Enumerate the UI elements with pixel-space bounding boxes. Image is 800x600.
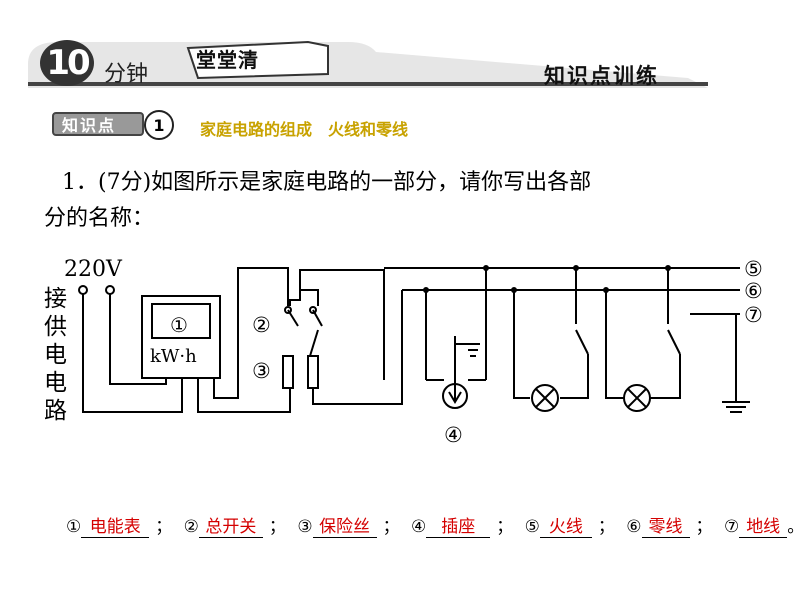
answer-separator: ； xyxy=(597,517,615,537)
knowledge-point-number: 1 xyxy=(144,110,174,140)
answer-3-text: 保险丝 xyxy=(312,512,377,538)
answer-1-text: 电能表 xyxy=(81,512,150,538)
answer-separator: ； xyxy=(695,517,713,537)
minutes-number-badge: 10 xyxy=(40,40,94,86)
meter-label: ① xyxy=(170,313,188,337)
label-main-switch: ② xyxy=(252,313,271,337)
answer-1-marker: ① xyxy=(66,517,82,537)
label-neutral-wire: ⑥ xyxy=(744,279,763,303)
label-socket: ④ xyxy=(444,423,463,447)
answer-5-text: 火线 xyxy=(539,512,592,538)
question-line-1: 1．(7分)如图所示是家庭电路的一部分，请你写出各部 xyxy=(62,170,592,195)
supply-label-char-2: 供 xyxy=(44,314,67,340)
answer-2-marker: ② xyxy=(183,517,199,537)
answer-5-marker: ⑤ xyxy=(524,517,540,537)
supply-label-char-4: 电 xyxy=(44,370,67,396)
answer-4-marker: ④ xyxy=(410,517,427,537)
answer-7-marker: ⑦ xyxy=(723,517,740,537)
header-banner xyxy=(28,40,708,88)
label-ground-wire: ⑦ xyxy=(744,303,763,327)
knowledge-point-title: 家庭电路的组成 火线和零线 xyxy=(200,120,409,139)
section-label: 知识点训练 xyxy=(544,64,659,88)
answer-3-marker: ③ xyxy=(297,517,313,537)
answer-6-marker: ⑥ xyxy=(626,517,642,537)
voltage-label: 220V xyxy=(64,257,123,282)
label-fuse: ③ xyxy=(252,359,271,383)
question-line-2: 分的名称： xyxy=(44,206,155,231)
supply-label-char-3: 电 xyxy=(44,342,67,368)
answer-4-text: 插座 xyxy=(426,512,491,538)
answer-7-text: 地线 xyxy=(739,512,788,538)
answer-separator: ； xyxy=(155,517,173,537)
answer-6-text: 零线 xyxy=(641,512,690,538)
label-live-wire: ⑤ xyxy=(744,257,763,281)
supply-label-char-1: 接 xyxy=(44,286,67,312)
knowledge-point-tag: 知识点 xyxy=(52,112,144,136)
minutes-label: 分钟 xyxy=(104,62,149,87)
supply-label-char-5: 路 xyxy=(44,398,67,424)
answer-separator: ； xyxy=(268,517,286,537)
answer-end: 。 xyxy=(787,517,800,537)
answer-separator: ； xyxy=(496,517,514,537)
brand-label: 堂堂清 xyxy=(196,48,259,72)
answer-separator: ； xyxy=(382,517,400,537)
answer-2-text: 总开关 xyxy=(198,512,263,538)
meter-unit: kW·h xyxy=(150,346,197,367)
